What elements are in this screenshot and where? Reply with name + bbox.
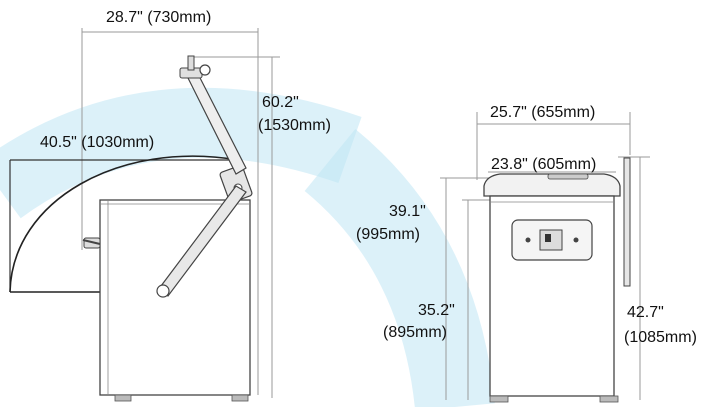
crank-rod — [82, 239, 101, 245]
side-foot-right — [231, 394, 249, 402]
body-height-mm-label: (895mm) — [383, 324, 448, 341]
lid-height-value-label: 60.2" — [262, 94, 299, 111]
front-outer-width-label: 25.7" (655mm) — [490, 104, 596, 121]
front-inner-width-label: 23.8" (605mm) — [491, 156, 597, 173]
body-height-value-label: 35.2" — [418, 302, 455, 319]
front-foot-right — [599, 395, 619, 403]
total-height-value-label: 42.7" — [627, 304, 664, 321]
side-width-label: 28.7" (730mm) — [106, 9, 212, 26]
strut-end — [156, 284, 170, 298]
watermark-arc-right — [304, 129, 495, 407]
lid-height-mm-label: (1530mm) — [258, 117, 331, 134]
front-lid-tap — [547, 173, 589, 180]
lid-swing-arc — [9, 155, 239, 293]
total-height-mm-label: (1085mm) — [624, 329, 697, 346]
side-cabinet — [99, 199, 251, 396]
control-panel-button-left — [525, 237, 531, 243]
lid-tap-knob — [199, 64, 211, 76]
side-foot-left — [114, 394, 132, 402]
top-height-value-label: 39.1" — [389, 203, 426, 220]
lid-tap-stem — [187, 55, 195, 71]
top-height-mm-label: (995mm) — [356, 226, 421, 243]
control-panel-button-right — [573, 237, 579, 243]
watermark-arc-left — [0, 87, 362, 219]
front-side-pipe — [623, 157, 631, 287]
control-panel-screen — [545, 234, 551, 242]
front-lid-dome — [483, 173, 621, 197]
lid-reach-label: 40.5" (1030mm) — [40, 134, 155, 151]
front-foot-left — [489, 395, 509, 403]
